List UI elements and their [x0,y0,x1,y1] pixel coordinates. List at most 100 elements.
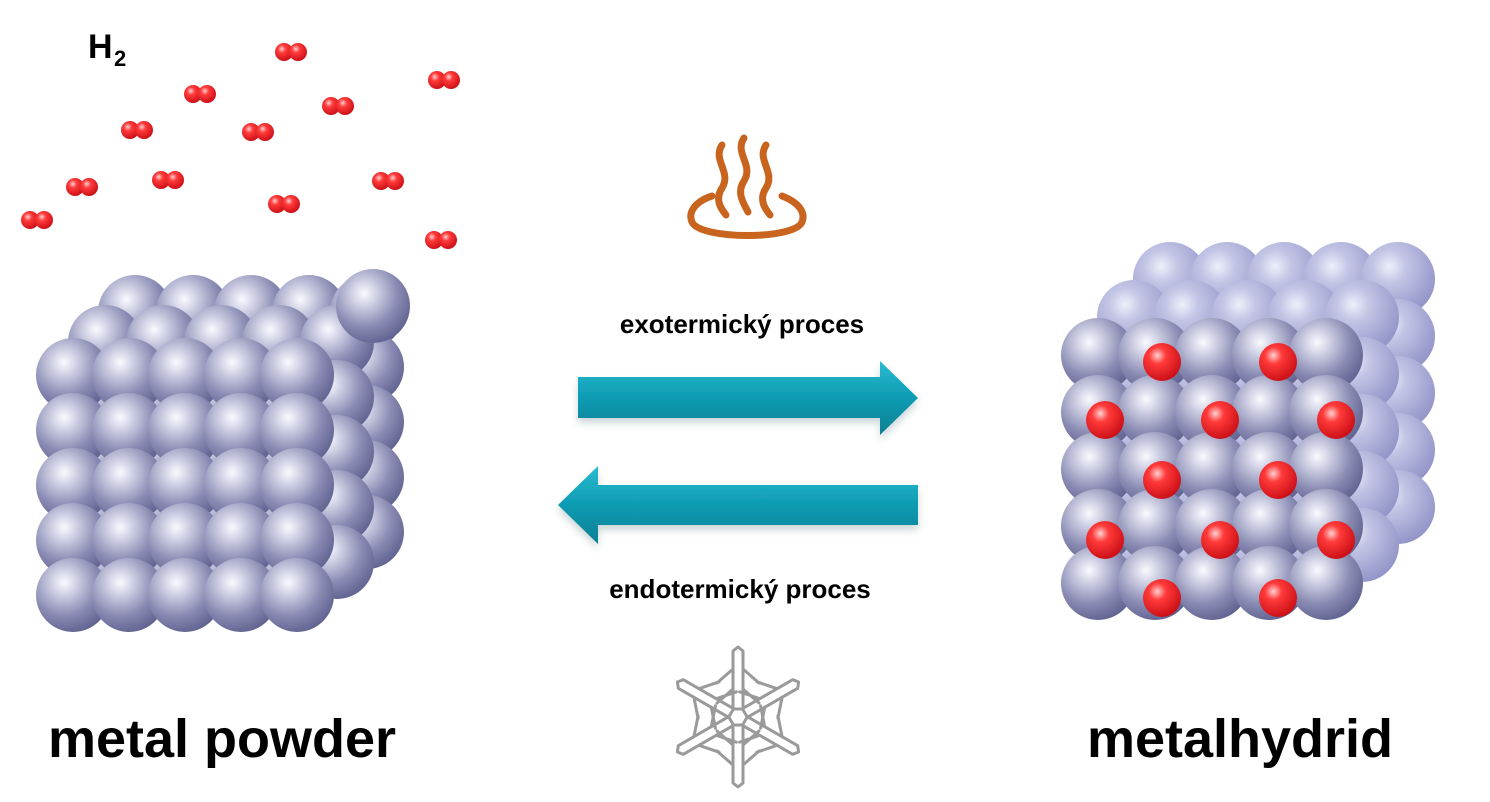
metal-atom [148,393,222,467]
h2-molecule [66,178,98,196]
hydrogen-atom [336,97,354,115]
metal-atom [260,393,334,467]
hydrogen-atom [198,85,216,103]
metal-atom [36,503,110,577]
metal-atom [1061,318,1135,392]
hydrogen-atom [1317,521,1355,559]
hydrogen-atom [1259,461,1297,499]
h2-molecule [322,97,354,115]
h2-molecule [121,121,153,139]
right-arrow-icon [578,361,918,435]
metal-atom [36,393,110,467]
hydrogen-atom [80,178,98,196]
hydrogen-atom [289,43,307,61]
hydrogen-atom [1143,579,1181,617]
hydrogen-atom [242,123,260,141]
metal-atom [260,558,334,632]
metal-atom [92,503,166,577]
metal-atom [204,558,278,632]
hydrogen-atom [35,211,53,229]
metal-atom [148,448,222,522]
metal-atom [1232,489,1306,563]
hydrogen-gas-label: H 2 [88,28,126,71]
hydrogen-molecules [21,43,460,249]
hydrogen-atom [1086,401,1124,439]
metal-atom [1232,375,1306,449]
metal-atom [1061,546,1135,620]
metal-atom [1118,489,1192,563]
h2-molecule [425,231,457,249]
metal-atom [204,448,278,522]
metal-atom [1289,432,1363,506]
h2-molecule [428,71,460,89]
metal-atom [204,393,278,467]
metal-atom [1118,375,1192,449]
metal-atom [204,503,278,577]
h2-molecule [372,172,404,190]
hydrogen-atom [1143,461,1181,499]
hydrogen-atom [135,121,153,139]
snowflake-branch [675,678,736,719]
svg-text:2: 2 [114,46,126,71]
hydrogen-atom [322,97,340,115]
hydrogen-atom [1201,521,1239,559]
hydrogen-atom [1259,343,1297,381]
metal-atom [1061,432,1135,506]
h2-molecule [21,211,53,229]
heat-steam-icon [687,134,807,239]
h2-molecule [275,43,307,61]
endothermic-process-label: endotermický proces [609,574,871,604]
snowflake-icon [675,645,801,789]
metal-atom [260,338,334,412]
metal-powder-label: metal powder [48,709,396,769]
hydrogen-atom [66,178,84,196]
hydrogen-atom [121,121,139,139]
snowflake-branch [692,680,721,720]
snowflake-branch [715,749,761,767]
hydrogen-atom [372,172,390,190]
hydrogen-atom [439,231,457,249]
left-arrow-icon [558,466,918,544]
hydrogen-atom [282,195,300,213]
metal-atom [92,448,166,522]
hydrogen-atom [1201,401,1239,439]
metal-powder-lattice [36,269,410,632]
hydrogen-atom [256,123,274,141]
metal-hydride-lattice [1061,242,1435,620]
hydrogen-atom [425,231,443,249]
metal-atom [36,558,110,632]
hydrogen-atom [1086,521,1124,559]
h2-molecule [268,195,300,213]
metal-atom [36,338,110,412]
hydrogen-atom [152,171,170,189]
metal-atom [260,448,334,522]
h2-molecule [242,123,274,141]
metal-atom [148,338,222,412]
metal-atom [148,558,222,632]
hydrogen-atom [1143,343,1181,381]
hydrogen-atom [275,43,293,61]
metal-atom [1175,318,1249,392]
exothermic-process-label: exotermický proces [620,309,864,339]
hydrogen-atom [268,195,286,213]
metal-atom [260,503,334,577]
metal-atom [148,503,222,577]
h2-molecule [184,85,216,103]
metal-atom [336,269,410,343]
metal-atom [36,448,110,522]
snowflake-branch [731,645,745,711]
h2-molecule [152,171,184,189]
metal-atom [204,338,278,412]
metal-atom [92,338,166,412]
snowflake-branch [709,690,738,730]
metal-atom [92,393,166,467]
hydrogen-atom [1259,579,1297,617]
metal-atom [1175,432,1249,506]
metal-atom [92,558,166,632]
snowflake-branch [731,723,745,789]
metal-atom [1289,318,1363,392]
metalhydrid-label: metalhydrid [1087,709,1393,769]
hydrogen-atom [442,71,460,89]
snowflake-branch [715,667,761,685]
